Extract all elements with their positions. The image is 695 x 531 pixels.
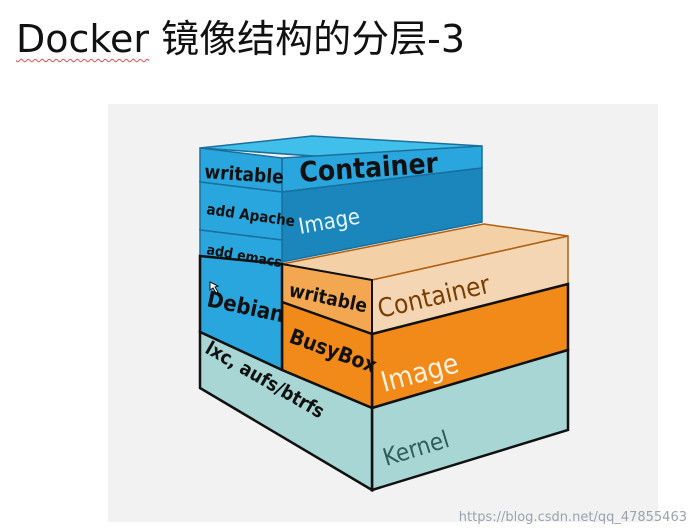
watermark: https://blog.csdn.net/qq_47855463 xyxy=(458,510,687,525)
lxc-side xyxy=(198,330,374,493)
title-rest: 镜像结构的分层-3 xyxy=(149,17,466,61)
slide-title: Docker 镜像结构的分层-3 xyxy=(16,8,465,63)
cursor-icon xyxy=(209,281,220,294)
title-brand: Docker xyxy=(16,17,150,61)
